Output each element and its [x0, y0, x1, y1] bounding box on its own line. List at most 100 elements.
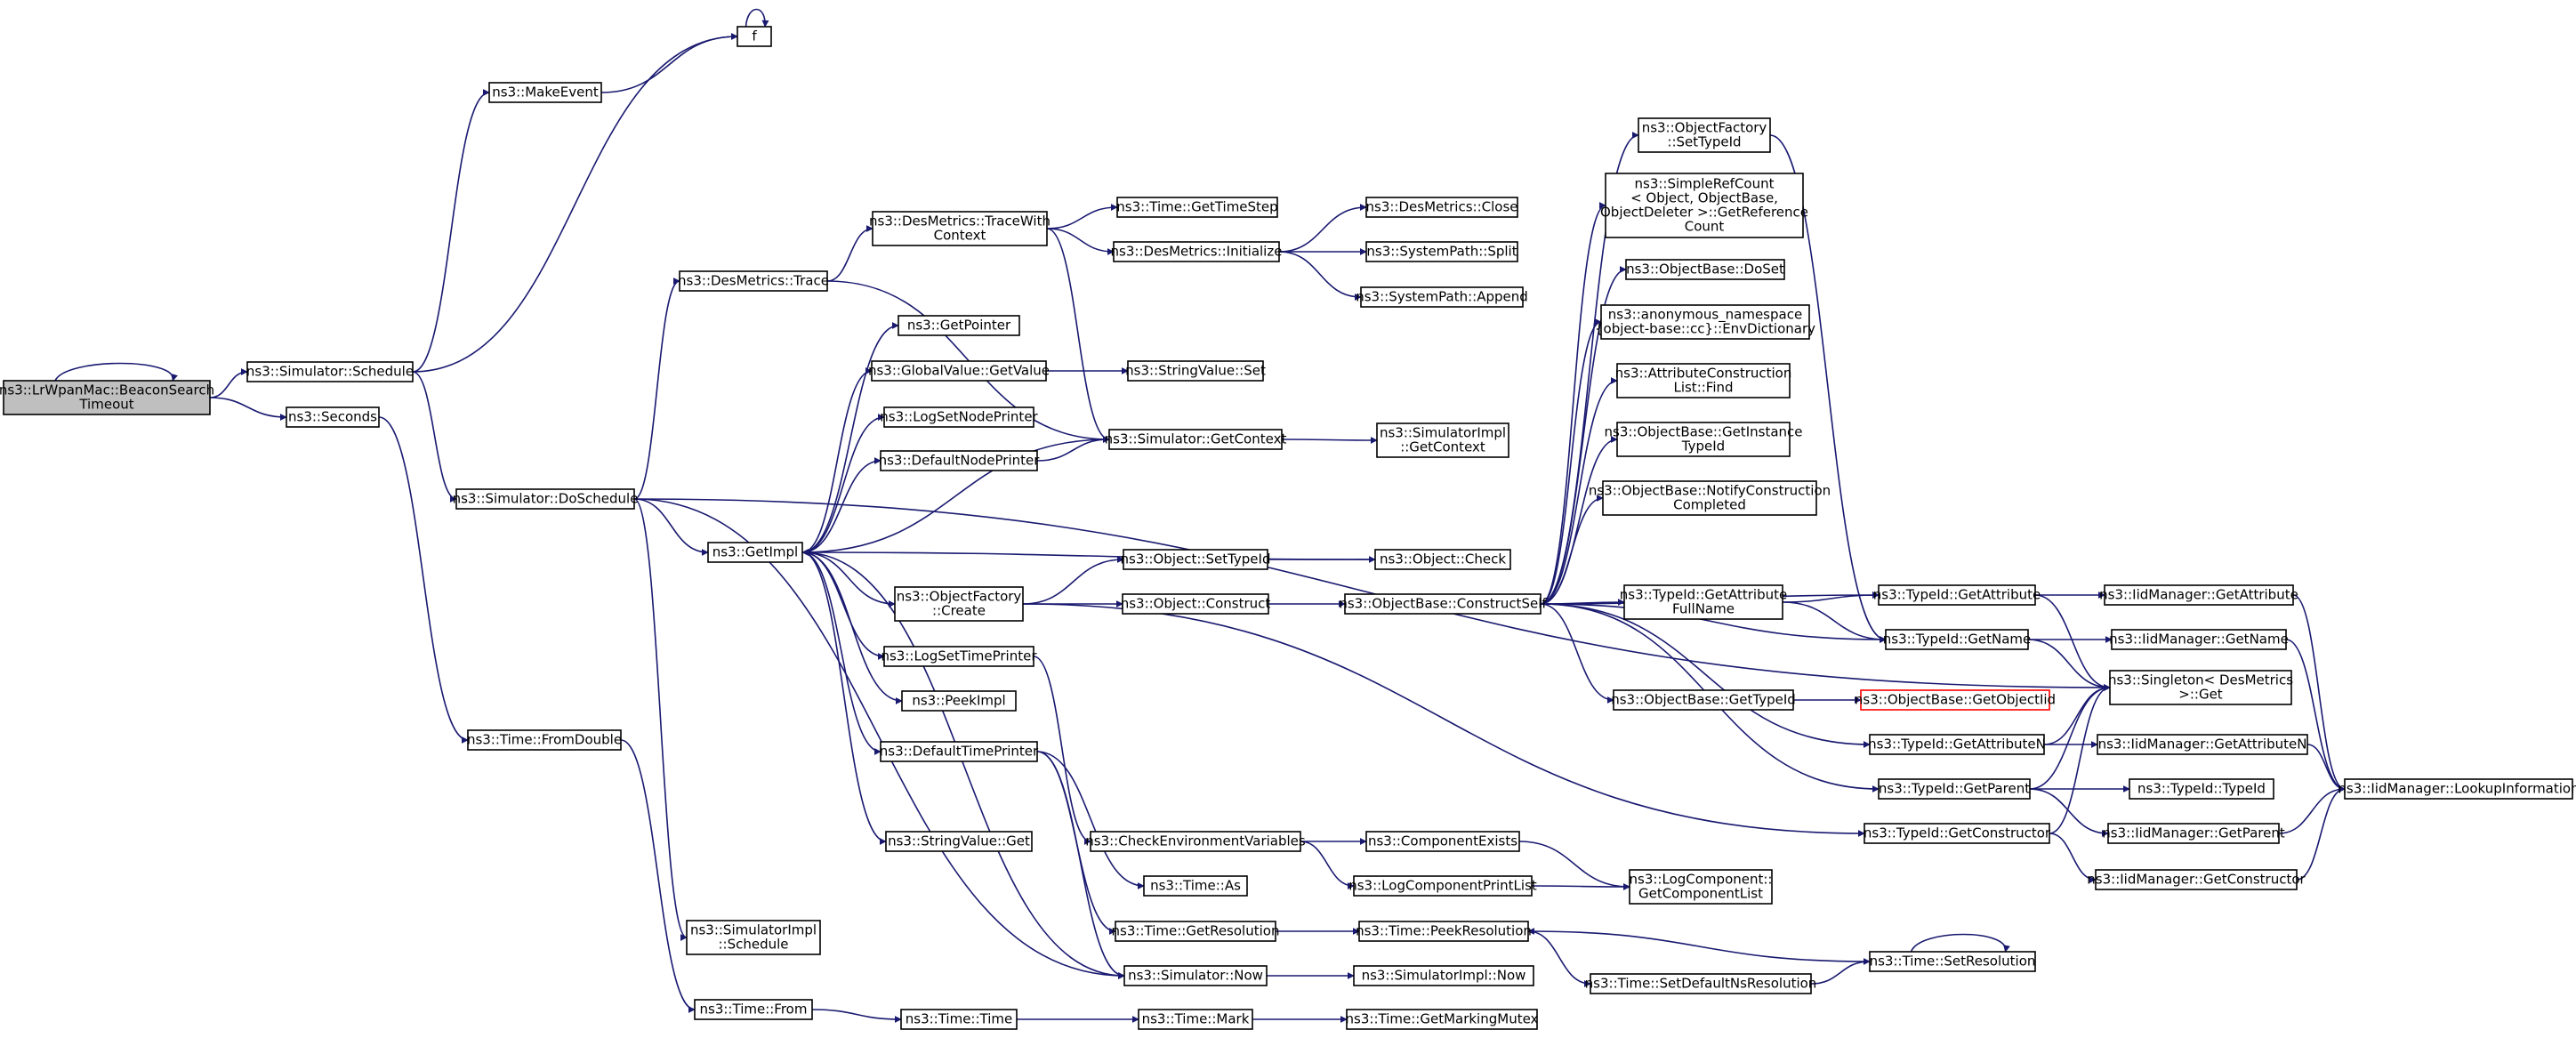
node-setdefaultnsresolution[interactable]: ns3::Time::SetDefaultNsResolution	[1585, 973, 1817, 994]
edge-f-to-f	[745, 8, 769, 28]
node-typeid-typeid[interactable]: ns3::TypeId::TypeId	[2129, 778, 2274, 800]
node-iid-getname[interactable]: ns3::IidManager::GetName	[2109, 629, 2289, 650]
node-iid-getparent[interactable]: ns3::IidManager::GetParent	[2102, 823, 2285, 844]
node-object-check[interactable]: ns3::Object::Check	[1374, 549, 1511, 570]
node-getpointer[interactable]: ns3::GetPointer	[898, 315, 1020, 336]
node-label: ns3::LrWpanMac::BeaconSearch	[0, 382, 214, 398]
node-label: ::Schedule	[718, 937, 788, 953]
node-simulator-now[interactable]: ns3::Simulator::Now	[1123, 965, 1268, 986]
node-label: ns3::Time::GetTimeStep	[1116, 199, 1277, 215]
node-defaulttimeprinter[interactable]: ns3::DefaultTimePrinter	[880, 741, 1039, 762]
edge-time_from-to-time_time	[811, 1009, 902, 1023]
edge-objectfactory_create-to-typeid_getconstructor	[1022, 603, 1865, 837]
edge-root-to-schedule	[209, 368, 248, 398]
node-box	[883, 406, 1034, 428]
node-getimpl[interactable]: ns3::GetImpl	[707, 542, 803, 563]
node-simimpl-getcontext[interactable]: ns3::SimulatorImpl::GetContext	[1376, 422, 1509, 458]
node-objectbase-gettypeid[interactable]: ns3::ObjectBase::GetTypeId	[1611, 689, 1796, 711]
node-singleton-get[interactable]: ns3::Singleton< DesMetrics>::Get	[2108, 670, 2293, 705]
node-typeid-getconstructor[interactable]: ns3::TypeId::GetConstructor	[1864, 823, 2051, 844]
node-iid-getconstructor[interactable]: ns3::IidManager::GetConstructor	[2087, 869, 2306, 890]
node-desmetrics-close[interactable]: ns3::DesMetrics::Close	[1365, 197, 1518, 218]
node-box	[1623, 584, 1783, 620]
node-time-getresolution[interactable]: ns3::Time::GetResolution	[1112, 921, 1280, 942]
node-iid-getattributen[interactable]: ns3::IidManager::GetAttributeN	[2097, 734, 2308, 755]
node-doschedule[interactable]: ns3::Simulator::DoSchedule	[453, 488, 639, 510]
node-objectfactory-create[interactable]: ns3::ObjectFactory::Create	[894, 586, 1024, 622]
node-logsettimeprinter[interactable]: ns3::LogSetTimePrinter	[881, 646, 1037, 667]
node-box	[686, 920, 821, 955]
node-label: ns3::MakeEvent	[492, 84, 599, 101]
node-time-peekresolution[interactable]: ns3::Time::PeekResolution	[1356, 921, 1532, 942]
node-objectbase-doset[interactable]: ns3::ObjectBase::DoSet	[1625, 259, 1785, 280]
node-time-mark[interactable]: ns3::Time::Mark	[1138, 1009, 1253, 1030]
node-getobjectiid[interactable]: ns3::ObjectBase::GetObjectIid	[1855, 689, 2056, 711]
node-globalvalue-getvalue[interactable]: ns3::GlobalValue::GetValue	[868, 360, 1050, 382]
node-desmetrics-trace[interactable]: ns3::DesMetrics::Trace	[678, 270, 829, 292]
node-typeid-getname[interactable]: ns3::TypeId::GetName	[1883, 629, 2031, 650]
edge-simulator_getcontext-to-simimpl_getcontext	[1281, 436, 1378, 444]
node-time-setresolution[interactable]: ns3::Time::SetResolution	[1869, 951, 2036, 972]
node-simplerefcount[interactable]: ns3::SimpleRefCount< Object, ObjectBase,…	[1600, 173, 1808, 238]
node-fromdouble[interactable]: ns3::Time::FromDouble	[467, 729, 622, 751]
node-typeid-getparent[interactable]: ns3::TypeId::GetParent	[1878, 778, 2031, 800]
node-getmarkingmutex[interactable]: ns3::Time::GetMarkingMutex	[1346, 1009, 1539, 1030]
node-systempath-append[interactable]: ns3::SystemPath::Append	[1356, 286, 1528, 308]
node-simimpl-schedule[interactable]: ns3::SimulatorImpl::Schedule	[686, 920, 821, 955]
node-objectfactory-settypeid[interactable]: ns3::ObjectFactory::SetTypeId	[1638, 117, 1771, 153]
node-notifyconstructioncompleted[interactable]: ns3::ObjectBase::NotifyConstructionCompl…	[1589, 480, 1831, 516]
node-box	[2104, 584, 2294, 606]
node-logcomponentprintlist[interactable]: ns3::LogComponentPrintList	[1348, 875, 1537, 897]
node-defaultnodeprinter[interactable]: ns3::DefaultNodePrinter	[879, 450, 1041, 471]
node-desmetrics-initialize[interactable]: ns3::DesMetrics::Initialize	[1111, 241, 1283, 262]
node-stringvalue-set[interactable]: ns3::StringValue::Set	[1125, 360, 1266, 382]
node-label: ns3::Time::Mark	[1142, 1011, 1250, 1027]
node-componentexists[interactable]: ns3::ComponentExists	[1365, 831, 1520, 852]
edge-constructself-to-objectbase_gettypeid	[1540, 603, 1614, 704]
edge-defaulttimeprinter-to-simulator_now	[1036, 751, 1125, 979]
node-iid-getattribute[interactable]: ns3::IidManager::GetAttribute	[2099, 584, 2298, 606]
node-time-as[interactable]: ns3::Time::As	[1143, 875, 1248, 897]
node-getcomponentlist[interactable]: ns3::LogComponent::GetComponentList	[1629, 869, 1773, 905]
node-label: ns3::Object::SetTypeId	[1121, 551, 1271, 567]
node-object-settypeid[interactable]: ns3::Object::SetTypeId	[1121, 549, 1271, 570]
node-logsetnodeprinter[interactable]: ns3::LogSetNodePrinter	[880, 406, 1039, 428]
node-label: < Object, ObjectBase,	[1630, 190, 1778, 206]
node-envdictionary[interactable]: ns3::anonymous_namespace{object-base::cc…	[1595, 304, 1815, 340]
node-checkenv[interactable]: ns3::CheckEnvironmentVariables	[1085, 831, 1306, 852]
edge-logcomponentprintlist-to-getcomponentlist	[1531, 882, 1630, 890]
edge-typeid_getname-to-singleton_get	[2027, 639, 2111, 691]
edge-constructself-to-envdictionary	[1540, 318, 1602, 605]
node-typeid-getattributen[interactable]: ns3::TypeId::GetAttributeN	[1868, 734, 2046, 755]
node-typeid-getattribute[interactable]: ns3::TypeId::GetAttribute	[1873, 584, 2041, 606]
node-time-from[interactable]: ns3::Time::From	[694, 999, 813, 1020]
node-label: ns3::ObjectBase::ConstructSelf	[1339, 596, 1547, 612]
node-stringvalue-get[interactable]: ns3::StringValue::Get	[885, 831, 1033, 852]
node-simimpl-now[interactable]: ns3::SimulatorImpl::Now	[1353, 965, 1534, 986]
node-object-construct[interactable]: ns3::Object::Construct	[1121, 593, 1271, 615]
node-simulator-getcontext[interactable]: ns3::Simulator::GetContext	[1105, 429, 1287, 450]
node-gettimestep[interactable]: ns3::Time::GetTimeStep	[1116, 197, 1278, 218]
node-constructself[interactable]: ns3::ObjectBase::ConstructSelf	[1339, 593, 1547, 615]
node-systempath-split[interactable]: ns3::SystemPath::Split	[1365, 241, 1518, 262]
node-f[interactable]: f	[737, 26, 772, 47]
node-box	[1360, 286, 1524, 308]
node-seconds[interactable]: ns3::Seconds	[286, 406, 380, 428]
node-box	[898, 315, 1020, 336]
edge-getimpl-to-defaultnodeprinter	[801, 457, 881, 553]
edge-desmetrics_trace-to-tracewithcontext	[826, 225, 873, 282]
node-makeevent[interactable]: ns3::MakeEvent	[488, 82, 602, 103]
node-peekimpl[interactable]: ns3::PeekImpl	[901, 690, 1017, 712]
node-box	[1143, 875, 1248, 897]
node-schedule[interactable]: ns3::Simulator::Schedule	[246, 361, 414, 382]
node-label: ns3::Simulator::DoSchedule	[453, 491, 639, 507]
node-iid-lookupinformation[interactable]: ns3::IidManager::LookupInformation	[2338, 778, 2576, 800]
node-time-time[interactable]: ns3::Time::Time	[900, 1009, 1018, 1030]
node-box	[2097, 734, 2308, 755]
node-label: ns3::DefaultTimePrinter	[880, 744, 1039, 760]
